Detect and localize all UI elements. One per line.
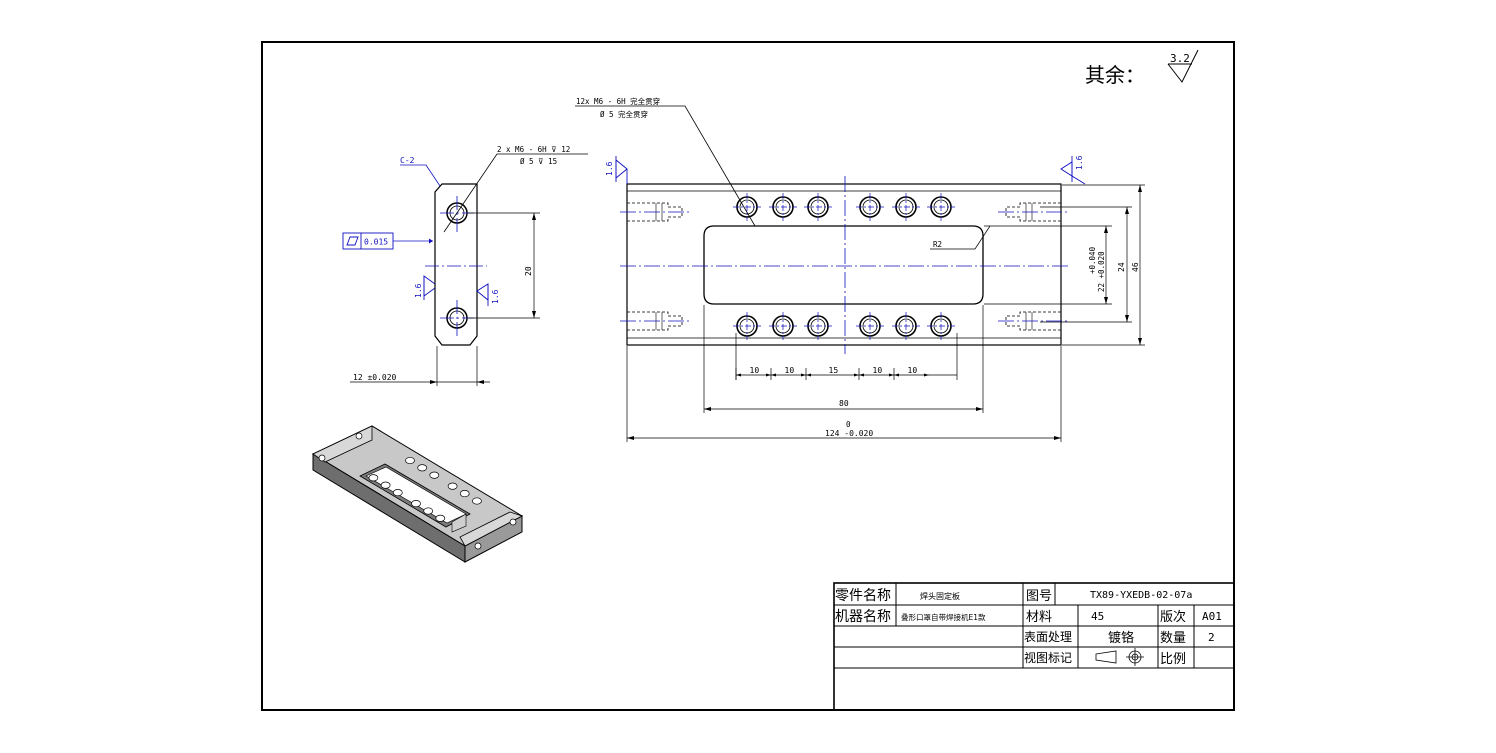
flatness-tolerance-frame: 0.015 bbox=[342, 232, 433, 250]
iso-hole bbox=[447, 482, 458, 490]
dim-slot-length: 80 bbox=[839, 399, 849, 408]
side-thread-callout-2: Ø 5 ⊽ 15 bbox=[520, 157, 557, 166]
view-mark-label: 视图标记 bbox=[1024, 650, 1072, 665]
front-hole bbox=[892, 312, 920, 340]
iso-hole bbox=[411, 500, 421, 508]
part-name-value: 焊头固定板 bbox=[920, 591, 960, 601]
quantity-value: 2 bbox=[1208, 631, 1215, 644]
title-block: 零件名称 焊头固定板 图号 TX89-YXEDB-02-07a 机器名称 叠形口… bbox=[833, 582, 1235, 711]
machine-name-label: 机器名称 bbox=[835, 609, 891, 625]
drawing-no-label: 图号 bbox=[1026, 589, 1052, 604]
dim-hole-rows: 24 bbox=[1117, 262, 1126, 272]
surface-treatment-value: 镀铬 bbox=[1108, 630, 1134, 646]
front-slot bbox=[703, 225, 984, 305]
iso-hole bbox=[368, 474, 379, 482]
iso-hole bbox=[429, 471, 440, 479]
front-hole bbox=[856, 193, 884, 221]
iso-hole-group bbox=[368, 456, 482, 522]
side-view: C-2 2 x M6 - 6H ⊽ 12 Ø 5 ⊽ 15 0.015 1.6 … bbox=[342, 145, 588, 386]
iso-hole bbox=[435, 514, 446, 522]
front-view: 12x M6 - 6H 完全贯穿 Ø 5 完全贯穿 R2 1.6 1.6 bbox=[575, 96, 1145, 442]
side-thread-callout-1: 2 x M6 - 6H ⊽ 12 bbox=[497, 145, 570, 154]
revision-label: 版次 bbox=[1160, 609, 1186, 625]
dim-overall-upper: 0 bbox=[846, 420, 851, 429]
flatness-value: 0.015 bbox=[364, 238, 388, 247]
front-hole bbox=[856, 312, 884, 340]
front-hole bbox=[733, 193, 761, 221]
dim-hole-spacing: 20 bbox=[524, 266, 533, 276]
dim-pitch-label: 15 bbox=[829, 366, 839, 375]
chamfer-callout: C-2 bbox=[400, 156, 415, 165]
radius-callout: R2 bbox=[933, 240, 942, 249]
roughness-note-value: 3.2 bbox=[1170, 52, 1190, 65]
svg-text:1.6: 1.6 bbox=[414, 283, 423, 298]
iso-hole bbox=[380, 481, 391, 489]
revision-value: A01 bbox=[1202, 610, 1222, 623]
front-view-outline bbox=[626, 183, 1062, 346]
iso-hole bbox=[417, 464, 428, 472]
front-hole bbox=[804, 312, 832, 340]
surface-treatment-label: 表面处理 bbox=[1024, 630, 1072, 644]
dim-overall: 124 -0.020 bbox=[825, 429, 873, 438]
side-roughness-right bbox=[476, 283, 489, 306]
front-holes-callout-1: 12x M6 - 6H 完全贯穿 bbox=[576, 96, 660, 106]
dim-slot-width: 22 +0.020 bbox=[1097, 251, 1106, 292]
front-hole bbox=[927, 312, 955, 340]
dim-width: 46 bbox=[1131, 262, 1140, 272]
svg-text:1.6: 1.6 bbox=[491, 289, 500, 304]
projection-symbol-icon bbox=[1095, 648, 1144, 666]
iso-hole bbox=[423, 507, 434, 515]
front-hole-group bbox=[733, 193, 955, 340]
iso-hole bbox=[392, 489, 403, 497]
quantity-label: 数量 bbox=[1160, 631, 1186, 646]
roughness-note-prefix: 其余： bbox=[1085, 63, 1145, 87]
front-hole bbox=[804, 193, 832, 221]
front-roughness-left bbox=[615, 156, 628, 184]
iso-hole bbox=[459, 490, 470, 498]
material-value: 45 bbox=[1091, 610, 1104, 623]
machine-name-value: 叠形口罩自带焊接机E1款 bbox=[901, 612, 986, 622]
material-label: 材料 bbox=[1026, 610, 1052, 625]
front-roughness-right bbox=[1060, 156, 1086, 185]
dim-pitch-label: 10 bbox=[750, 366, 760, 375]
part-name-label: 零件名称 bbox=[835, 588, 891, 604]
front-hole bbox=[769, 193, 797, 221]
front-hole bbox=[733, 312, 761, 340]
isometric-view bbox=[311, 425, 524, 563]
dim-thickness: 12 ±0.020 bbox=[353, 373, 397, 382]
front-holes-callout-2: Ø 5 完全贯穿 bbox=[600, 109, 648, 119]
iso-hole bbox=[405, 456, 415, 465]
drawing-no-value: TX89-YXEDB-02-07a bbox=[1090, 590, 1192, 601]
side-view-outline bbox=[434, 183, 478, 346]
svg-text:1.6: 1.6 bbox=[605, 161, 614, 176]
front-hole bbox=[927, 193, 955, 221]
pitch-dimension-group: 10 10 15 10 10 bbox=[735, 366, 929, 380]
dim-pitch-label: 10 bbox=[785, 366, 795, 375]
dim-slot-tol-upper: +0.040 bbox=[1088, 246, 1097, 274]
svg-text:1.6: 1.6 bbox=[1075, 155, 1084, 170]
iso-hole bbox=[472, 497, 482, 505]
front-hole bbox=[892, 193, 920, 221]
side-roughness-left bbox=[423, 275, 436, 300]
sheet-border bbox=[261, 41, 1235, 711]
general-roughness-note: 其余： 3.2 bbox=[1085, 49, 1199, 87]
dim-pitch-label: 10 bbox=[908, 366, 918, 375]
scale-label: 比例 bbox=[1160, 652, 1186, 667]
dim-pitch-label: 10 bbox=[873, 366, 883, 375]
front-hole bbox=[769, 312, 797, 340]
